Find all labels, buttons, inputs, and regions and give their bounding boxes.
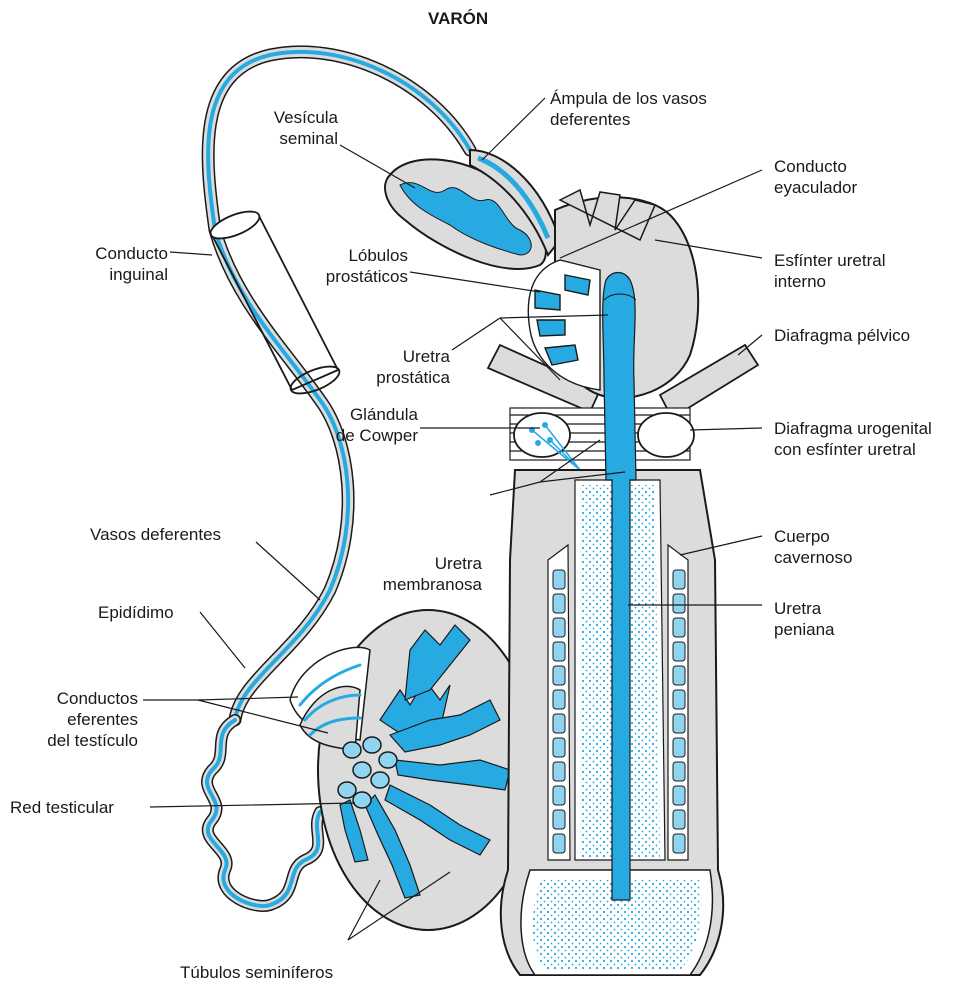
label-efferent-ducts-line3: del testículo [14, 730, 138, 751]
cavernosum-segment [553, 714, 565, 733]
cavernosum-segment [673, 570, 685, 589]
inguinal-canal [207, 206, 343, 399]
cavernosum-segment [673, 594, 685, 613]
cavernosum-segment [673, 738, 685, 757]
cavernosum-segment [553, 762, 565, 781]
label-rete-testis: Red testicular [10, 797, 114, 818]
label-membranous-urethra-line2: membranosa [370, 574, 482, 595]
label-efferent-ducts-line1: Conductos [14, 688, 138, 709]
epididymis [207, 720, 320, 906]
cavernosum-segment [553, 786, 565, 805]
label-internal-sphincter-line2: interno [774, 271, 886, 292]
label-efferent-ducts: Conductos eferentes del testículo [14, 688, 138, 751]
label-inguinal-canal: Conducto inguinal [72, 243, 168, 285]
label-corpus-cavernosum: Cuerpo cavernoso [774, 526, 852, 568]
cavernosum-segment [553, 690, 565, 709]
label-internal-sphincter-line1: Esfínter uretral [774, 250, 886, 271]
label-urogenital-diaphragm: Diafragma urogenital con esfínter uretra… [774, 418, 932, 460]
label-prostatic-urethra: Uretra prostática [352, 346, 450, 388]
label-urogenital-diaphragm-line2: con esfínter uretral [774, 439, 932, 460]
label-membranous-urethra-line1: Uretra [370, 553, 482, 574]
cavernosum-segment [673, 810, 685, 829]
label-penile-urethra: Uretra peniana [774, 598, 835, 640]
label-ampulla: Ámpula de los vasos deferentes [550, 88, 707, 130]
label-seminal-vesicle-line2: seminal [258, 128, 338, 149]
cavernosum-segment [553, 642, 565, 661]
label-prostatic-lobules-line2: prostáticos [300, 266, 408, 287]
cavernosum-segment [553, 618, 565, 637]
cavernosum-segment [673, 618, 685, 637]
label-seminiferous-tubules: Túbulos seminíferos [180, 962, 333, 983]
label-cowper-gland-line1: Glándula [320, 404, 418, 425]
label-vas-deferens: Vasos deferentes [90, 524, 221, 545]
label-urogenital-diaphragm-line1: Diafragma urogenital [774, 418, 932, 439]
cavernosum-segment [553, 834, 565, 853]
label-seminal-vesicle-line1: Vesícula [258, 107, 338, 128]
label-corpus-cavernosum-line1: Cuerpo [774, 526, 852, 547]
cavernosum-segment [553, 738, 565, 757]
cavernosum-segment [673, 690, 685, 709]
diagram-title: VARÓN [428, 8, 488, 29]
cavernosum-segment [553, 810, 565, 829]
label-inguinal-canal-line2: inguinal [72, 264, 168, 285]
cavernosum-segment [673, 714, 685, 733]
cavernosum-segment [673, 786, 685, 805]
label-seminal-vesicle: Vesícula seminal [258, 107, 338, 149]
label-penile-urethra-line1: Uretra [774, 598, 835, 619]
label-inguinal-canal-line1: Conducto [72, 243, 168, 264]
label-ampulla-line1: Ámpula de los vasos [550, 88, 707, 109]
cavernosum-segment [553, 594, 565, 613]
label-pelvic-diaphragm: Diafragma pélvico [774, 325, 910, 346]
label-cowper-gland: Glándula de Cowper [320, 404, 418, 446]
label-penile-urethra-line2: peniana [774, 619, 835, 640]
cavernosum-segment [673, 642, 685, 661]
label-prostatic-lobules: Lóbulos prostáticos [300, 245, 408, 287]
label-efferent-ducts-line2: eferentes [14, 709, 138, 730]
cavernosum-segment [673, 666, 685, 685]
label-prostatic-lobules-line1: Lóbulos [300, 245, 408, 266]
cavernosum-segment [673, 762, 685, 781]
cavernosum-segment [673, 834, 685, 853]
label-prostatic-urethra-line2: prostática [352, 367, 450, 388]
label-ejaculatory-duct: Conducto eyaculador [774, 156, 857, 198]
label-internal-sphincter: Esfínter uretral interno [774, 250, 886, 292]
label-ejaculatory-duct-line1: Conducto [774, 156, 857, 177]
label-ejaculatory-duct-line2: eyaculador [774, 177, 857, 198]
label-cowper-gland-line2: de Cowper [320, 425, 418, 446]
label-membranous-urethra: Uretra membranosa [370, 553, 482, 595]
label-ampulla-line2: deferentes [550, 109, 707, 130]
label-epididymis: Epidídimo [98, 602, 174, 623]
testis [290, 610, 538, 930]
label-prostatic-urethra-line1: Uretra [352, 346, 450, 367]
cavernosum-segment [553, 666, 565, 685]
cavernosum-segment [553, 570, 565, 589]
label-corpus-cavernosum-line2: cavernoso [774, 547, 852, 568]
